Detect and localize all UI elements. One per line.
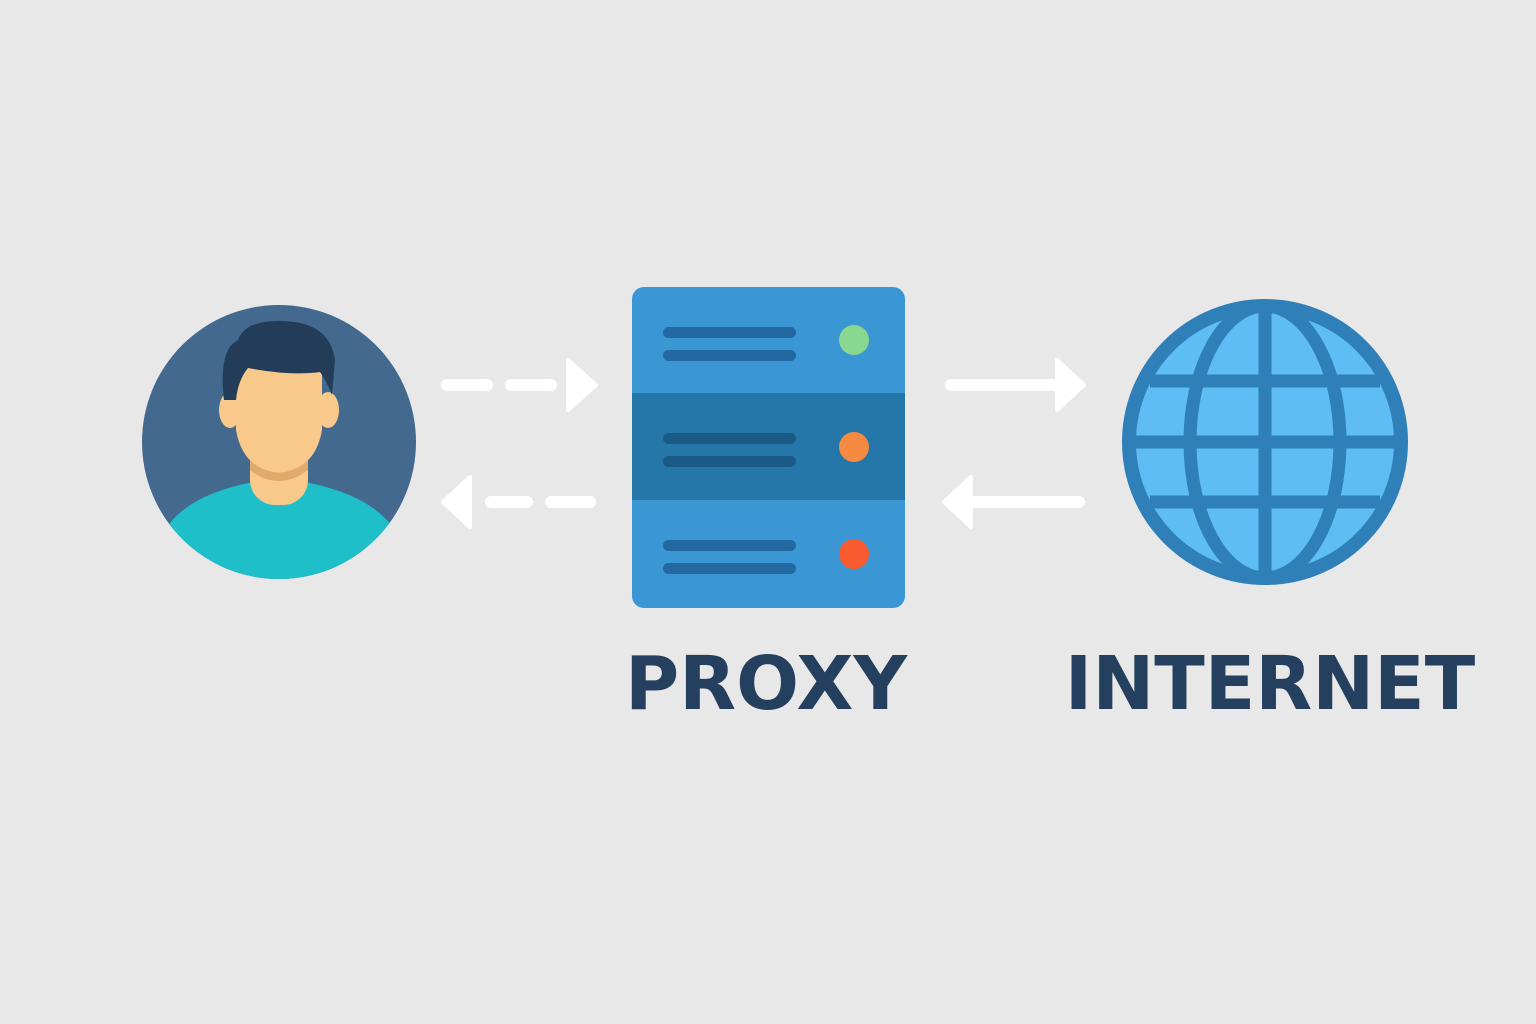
return-arrow (942, 475, 1085, 529)
response-arrow-dashed (441, 475, 596, 529)
forward-arrow (945, 358, 1086, 412)
proxy-label: PROXY (625, 641, 909, 727)
internet-label: INTERNET (1065, 641, 1476, 727)
status-light-red (839, 539, 869, 569)
server-icon (632, 287, 905, 608)
status-light-orange (839, 432, 869, 462)
user-avatar-icon (142, 305, 416, 579)
status-light-green (839, 325, 869, 355)
globe-icon (1122, 299, 1408, 585)
request-arrow-dashed (441, 358, 598, 412)
